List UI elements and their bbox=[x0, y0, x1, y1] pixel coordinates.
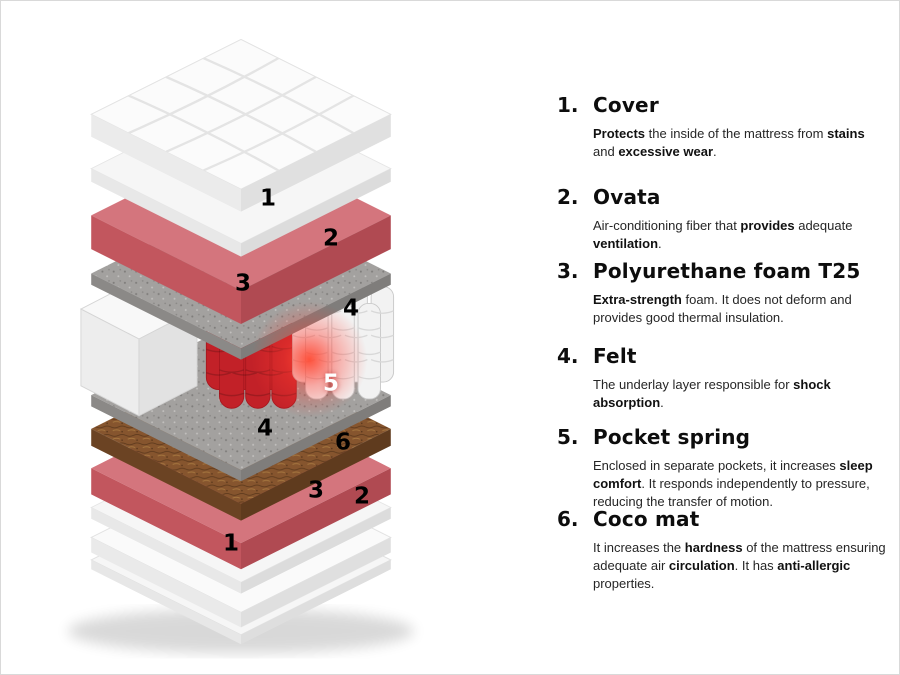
spring-glow bbox=[251, 301, 368, 418]
legend-item-spring: 5. Pocket spring Enclosed in separate po… bbox=[557, 425, 887, 512]
legend-item-ovata: 2. Ovata Air-conditioning fiber that pro… bbox=[557, 185, 887, 253]
legend-title: Coco mat bbox=[593, 507, 700, 531]
legend-description: Protects the inside of the mattress from… bbox=[593, 126, 865, 160]
legend-description: It increases the hardness of the mattres… bbox=[593, 540, 886, 592]
legend-item-foam: 3. Polyurethane foam T25 Extra-strength … bbox=[557, 259, 887, 327]
badge-foam-bottom: 3 bbox=[307, 477, 325, 504]
legend-number: 3. bbox=[557, 259, 579, 283]
badge-felt-bottom: 4 bbox=[256, 415, 274, 442]
mattress-layers-svg bbox=[67, 38, 415, 654]
legend-description: Enclosed in separate pockets, it increas… bbox=[593, 458, 873, 510]
legend-number: 6. bbox=[557, 507, 579, 531]
legend-item-cover: 1. Cover Protects the inside of the matt… bbox=[557, 93, 887, 161]
legend-item-coco: 6. Coco mat It increases the hardness of… bbox=[557, 507, 887, 594]
badge-cover-bottom: 1 bbox=[222, 530, 240, 557]
legend-description: The underlay layer responsible for shock… bbox=[593, 377, 831, 411]
legend-item-felt: 4. Felt The underlay layer responsible f… bbox=[557, 344, 887, 412]
legend-description: Extra-strength foam. It does not deform … bbox=[593, 292, 852, 326]
quilt-pattern bbox=[128, 57, 354, 172]
legend-title: Pocket spring bbox=[593, 425, 751, 449]
badge-cover-top: 1 bbox=[259, 185, 277, 212]
legend-title: Felt bbox=[593, 344, 637, 368]
badge-felt-top: 4 bbox=[342, 295, 360, 322]
mattress-exploded-diagram: 1 2 3 4 5 4 6 3 2 1 bbox=[21, 19, 481, 669]
badge-coco-mat: 6 bbox=[334, 429, 352, 456]
legend-number: 4. bbox=[557, 344, 579, 368]
legend-number: 2. bbox=[557, 185, 579, 209]
legend-number: 5. bbox=[557, 425, 579, 449]
badge-foam-top: 3 bbox=[234, 270, 252, 297]
badge-pocket-spring: 5 bbox=[322, 370, 340, 397]
badge-ovata-top: 2 bbox=[322, 225, 340, 252]
badge-ovata-bottom: 2 bbox=[353, 483, 371, 510]
legend-title: Polyurethane foam T25 bbox=[593, 259, 861, 283]
legend-title: Ovata bbox=[593, 185, 661, 209]
legend-description: Air-conditioning fiber that provides ade… bbox=[593, 218, 853, 252]
cover-top-layer bbox=[90, 38, 392, 212]
legend-title: Cover bbox=[593, 93, 659, 117]
legend-number: 1. bbox=[557, 93, 579, 117]
